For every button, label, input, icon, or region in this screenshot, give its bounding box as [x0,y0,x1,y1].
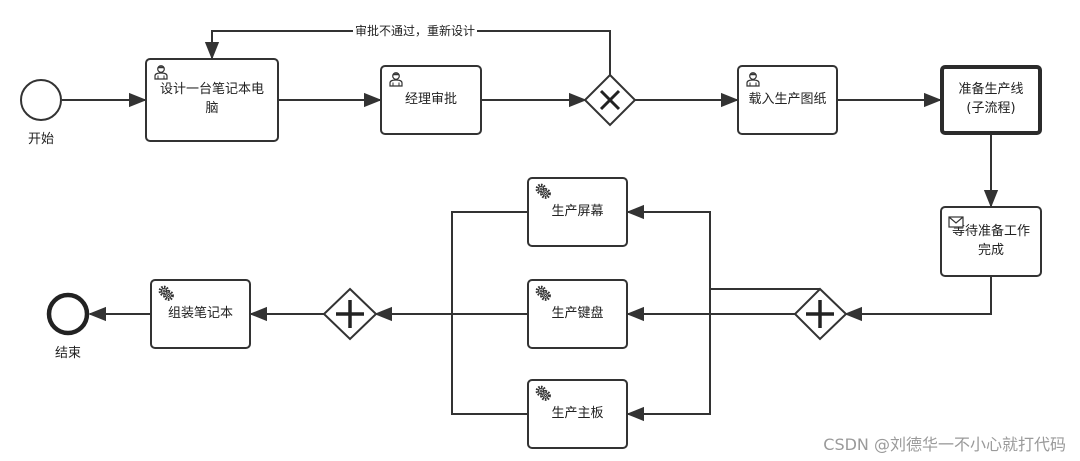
task-load-line-1: 载入生产图纸 [748,91,827,107]
task-wait-line-2: 完成 [977,242,1004,258]
task-board-label: 生产主板 [547,405,607,424]
task-wait-preparation[interactable]: 等待准备工作 完成 [940,206,1042,277]
task-assemble-label: 组装笔记本 [164,305,237,324]
start-event [20,79,62,121]
parallel-split-gateway [793,287,848,341]
task-design-label: 设计一台笔记本电 脑 [156,81,268,119]
task-wait-label: 等待准备工作 完成 [948,223,1034,261]
task-load-drawings[interactable]: 载入生产图纸 [737,65,838,135]
task-review-label: 经理审批 [401,91,461,110]
subprocess-prepare-label: 准备生产线 (子流程) [954,81,1027,119]
flow-split-to-screen [626,204,820,290]
service-task-icon [535,285,551,301]
task-design[interactable]: 设计一台笔记本电 脑 [145,58,279,142]
task-produce-screen[interactable]: 生产屏幕 [527,177,628,247]
user-task-icon [389,72,403,87]
reject-flow-label: 审批不通过，重新设计 [353,22,478,39]
task-load-label: 载入生产图纸 [744,91,830,110]
message-icon [948,216,964,228]
task-design-line-1: 设计一台笔记本电 [159,82,264,98]
watermark-text: CSDN @刘德华一不小心就打代码 [823,435,1066,454]
task-keyboard-label: 生产键盘 [547,305,607,324]
task-wait-line-1: 等待准备工作 [951,223,1030,239]
subprocess-prepare-line-2: (子流程) [966,101,1016,116]
task-screen-label: 生产屏幕 [547,203,607,222]
parallel-join-gateway [322,287,378,341]
task-review-line-1: 经理审批 [404,91,457,107]
flow-wait-to-split [844,277,992,322]
subprocess-prepare-line[interactable]: 准备生产线 (子流程) [940,65,1042,135]
service-task-icon [535,183,551,199]
task-board-line-1: 生产主板 [551,405,604,421]
task-assemble-laptop[interactable]: 组装笔记本 [150,279,251,349]
task-screen-line-1: 生产屏幕 [551,203,604,219]
user-task-icon [746,72,760,87]
task-assemble-line-1: 组装笔记本 [167,305,233,321]
task-produce-motherboard[interactable]: 生产主板 [527,379,628,449]
task-produce-keyboard[interactable]: 生产键盘 [527,279,628,349]
service-task-icon [158,285,174,301]
flow-screen-to-join [451,211,527,314]
task-design-line-2: 脑 [205,101,219,116]
service-task-icon [535,385,551,401]
user-task-icon [154,65,168,80]
start-event-label: 开始 [28,132,55,147]
exclusive-gateway [583,73,637,127]
flow-board-to-join [451,314,527,415]
task-review[interactable]: 经理审批 [380,65,482,135]
subprocess-prepare-line-1: 准备生产线 [958,82,1024,98]
end-event [46,292,90,336]
end-event-label: 结束 [55,346,82,361]
flow-split-to-board [626,289,711,422]
task-keyboard-line-1: 生产键盘 [551,305,604,321]
